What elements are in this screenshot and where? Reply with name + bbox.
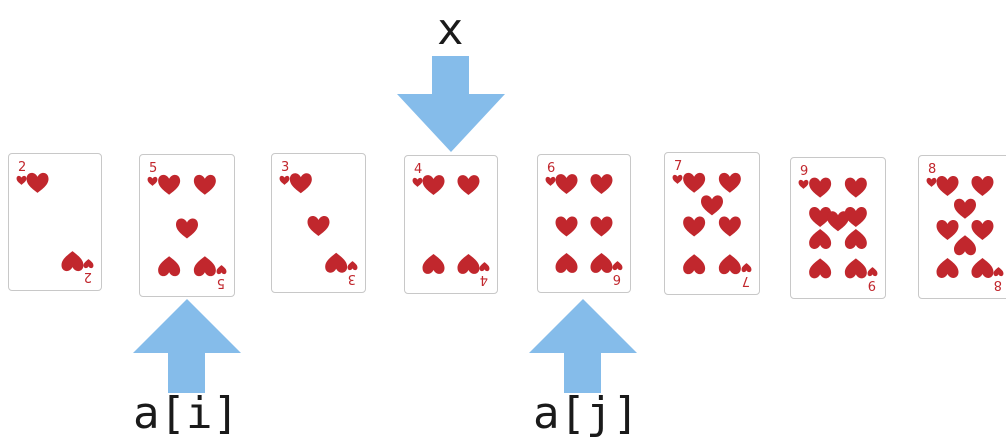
heart-icon <box>971 220 994 240</box>
heart-icon <box>422 175 445 196</box>
heart-icon <box>590 216 613 237</box>
heart-icon <box>26 172 49 193</box>
heart-icon <box>555 216 578 237</box>
heart-icon <box>412 177 423 187</box>
heart-icon <box>809 177 832 198</box>
heart-icon <box>325 252 348 273</box>
heart-icon <box>457 175 480 196</box>
heart-icon <box>844 207 867 227</box>
heart-icon <box>683 254 706 275</box>
heart-icon <box>718 254 741 275</box>
heart-icon <box>16 175 27 185</box>
i-up-arrow-icon <box>133 299 241 393</box>
card-face: 88 <box>926 162 1004 292</box>
j-up-arrow-icon <box>529 299 637 393</box>
heart-icon <box>936 258 959 278</box>
index-j-label: a[j] <box>533 388 639 439</box>
heart-icon <box>216 265 227 275</box>
heart-icon <box>147 176 158 186</box>
heart-icon <box>971 176 994 196</box>
heart-icon <box>83 259 94 269</box>
heart-icon <box>867 267 878 277</box>
heart-icon <box>718 216 741 237</box>
heart-icon <box>954 235 976 256</box>
heart-icon <box>158 174 181 195</box>
heart-icon <box>457 253 480 274</box>
heart-icon <box>936 176 959 196</box>
heart-icon <box>809 258 832 279</box>
heart-icon <box>718 172 741 193</box>
heart-icon <box>307 216 330 236</box>
card-face: 33 <box>279 160 358 286</box>
heart-icon <box>798 179 809 189</box>
heart-icon <box>971 258 994 278</box>
heart-icon <box>555 252 578 273</box>
card-face: 55 <box>147 161 227 290</box>
card-face: 99 <box>798 164 878 292</box>
card-rank-top: 8 <box>928 162 936 177</box>
card-face: 22 <box>16 160 94 284</box>
pivot-down-arrow-icon <box>397 56 505 152</box>
heart-icon <box>612 261 623 271</box>
heart-icon <box>701 195 723 216</box>
heart-icon <box>176 218 198 239</box>
card-rank-bottom: 3 <box>348 271 356 286</box>
card-rank-top: 4 <box>414 162 422 177</box>
heart-icon <box>844 177 867 198</box>
card-rank-bottom: 2 <box>84 269 92 284</box>
heart-icon <box>827 211 849 232</box>
heart-icon <box>479 262 490 272</box>
card-rank-bottom: 4 <box>480 272 488 287</box>
heart-icon <box>590 174 613 195</box>
card-rank-bottom: 7 <box>742 273 750 288</box>
heart-icon <box>289 173 312 194</box>
card-rank-top: 2 <box>18 160 26 175</box>
heart-icon <box>279 175 290 185</box>
heart-icon <box>683 216 706 237</box>
heart-icon <box>590 252 613 273</box>
heart-icon <box>844 258 867 279</box>
card-face: 44 <box>412 162 490 287</box>
heart-icon <box>555 174 578 195</box>
index-i-label: a[i] <box>133 388 239 439</box>
heart-icon <box>158 256 181 277</box>
card-rank-bottom: 9 <box>868 277 876 292</box>
heart-icon <box>422 253 445 274</box>
heart-icon <box>844 229 867 249</box>
heart-icon <box>809 207 832 227</box>
card-face: 66 <box>545 161 623 286</box>
heart-icon <box>672 174 683 184</box>
heart-icon <box>741 263 752 273</box>
card-rank-top: 7 <box>674 159 682 174</box>
card-rank-top: 9 <box>800 164 808 179</box>
card-rank-top: 6 <box>547 161 555 176</box>
heart-icon <box>936 220 959 240</box>
card-rank-bottom: 6 <box>613 271 621 286</box>
heart-icon <box>545 176 556 186</box>
card-rank-bottom: 5 <box>217 275 225 290</box>
heart-icon <box>347 261 358 271</box>
card-face: 77 <box>672 159 752 288</box>
heart-icon <box>61 251 84 272</box>
heart-icon <box>193 256 216 277</box>
heart-icon <box>809 229 832 249</box>
heart-icon <box>954 198 976 219</box>
heart-icon <box>926 177 937 187</box>
card-rank-top: 3 <box>281 160 289 175</box>
heart-icon <box>993 267 1004 277</box>
card-rank-top: 5 <box>149 161 157 176</box>
pivot-x-label: x <box>437 4 464 55</box>
heart-icon <box>193 174 216 195</box>
card-rank-bottom: 8 <box>994 277 1002 292</box>
heart-icon <box>683 172 706 193</box>
